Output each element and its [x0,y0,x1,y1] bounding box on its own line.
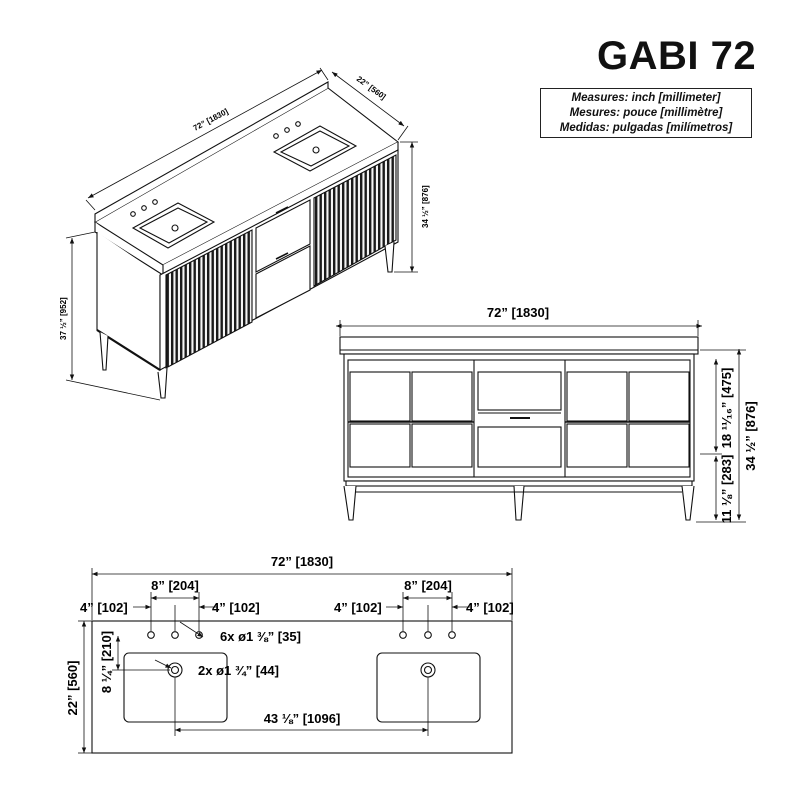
drain-holes-label: 2x ø1 ¾” [44] [198,663,279,678]
top-right-offset-b-label: 4” [102] [466,600,514,615]
top-left-spread-label: 8” [204] [151,578,199,593]
product-title: GABI 72 [597,34,757,78]
front-drawer-lower [477,426,562,468]
top-right-sink [376,652,481,723]
top-countertop [91,620,513,754]
units-legend-en: Measures: inch [millimeter] [571,92,721,104]
front-view [339,336,699,521]
front-lower-height-label: 11 ⅛” [283] [719,455,734,524]
units-legend-es: Medidas: pulgadas [milímetros] [559,122,733,134]
top-dimensions [78,568,513,754]
top-right-offset-a-label: 4” [102] [334,600,382,615]
iso-top-height-label: 34 ½” [876] [421,185,430,228]
front-countertop [339,336,699,355]
front-drawer-upper [477,371,562,411]
front-total-height-label: 34 ½” [876] [743,401,758,470]
isometric-view [93,81,400,399]
front-dimensions [336,320,746,523]
iso-width-label: 72” [1830] [192,107,230,133]
units-legend: Measures: inch [millimeter] Mesures: pou… [540,88,752,138]
right-door [313,154,397,287]
left-drain [171,224,179,232]
front-leg [513,485,525,521]
drain-spacing-label: 43 ⅛” [1096] [264,711,341,726]
top-depth-label: 22” [560] [65,661,80,716]
leg [99,331,109,371]
hole-to-drain-label: 8 ¼” [210] [99,631,114,693]
leg [157,367,168,399]
left-door [165,229,253,369]
front-width-label: 72” [1830] [487,305,549,320]
top-left-offset-a-label: 4” [102] [80,600,128,615]
top-view [91,620,513,754]
iso-dimensions [65,67,418,401]
drawer-lower [255,245,311,319]
iso-depth-label: 22” [560] [355,74,388,101]
front-leg [681,485,695,521]
top-left-sink [123,652,228,723]
front-upper-height-label: 18 ¹¹⁄₁₆” [475] [719,368,734,449]
faucet-holes-label: 6x ø1 ⅜” [35] [220,629,301,644]
top-width-label: 72” [1830] [271,554,333,569]
leg [384,241,395,273]
left-sink-inner [138,207,209,244]
drawer-upper [255,199,311,273]
units-legend-fr: Mesures: pouce [millimètre] [569,107,723,119]
front-leg [343,485,357,521]
top-right-spread-label: 8” [204] [404,578,452,593]
top-left-offset-b-label: 4” [102] [212,600,260,615]
iso-total-height-label: 37 ½” [952] [59,297,68,340]
